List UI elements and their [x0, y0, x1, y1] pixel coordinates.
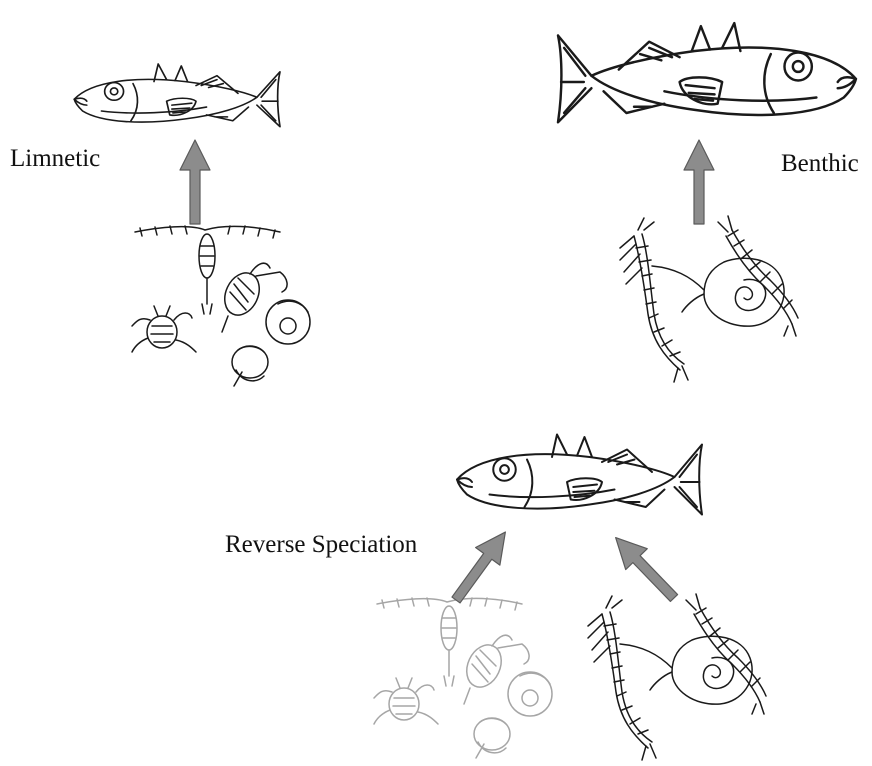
- limnetic-label: Limnetic: [10, 146, 100, 171]
- benthic-arrow: [684, 140, 714, 224]
- faded-zooplankton-icon: [374, 598, 552, 758]
- bottom-benthic-invertebrates-icon: [588, 594, 766, 760]
- benthic-label: Benthic: [781, 151, 859, 176]
- zooplankton-icon: [132, 226, 310, 386]
- benthic-invertebrates-icon: [620, 216, 798, 382]
- reverse-left-arrow: [444, 523, 518, 609]
- limnetic-fish-icon: [74, 64, 280, 127]
- limnetic-arrow: [180, 140, 210, 224]
- reverse-right-arrow: [605, 527, 685, 608]
- benthic-fish-icon: [558, 23, 856, 122]
- reverse-speciation-label: Reverse Speciation: [225, 532, 417, 557]
- hybrid-fish-icon: [457, 435, 702, 515]
